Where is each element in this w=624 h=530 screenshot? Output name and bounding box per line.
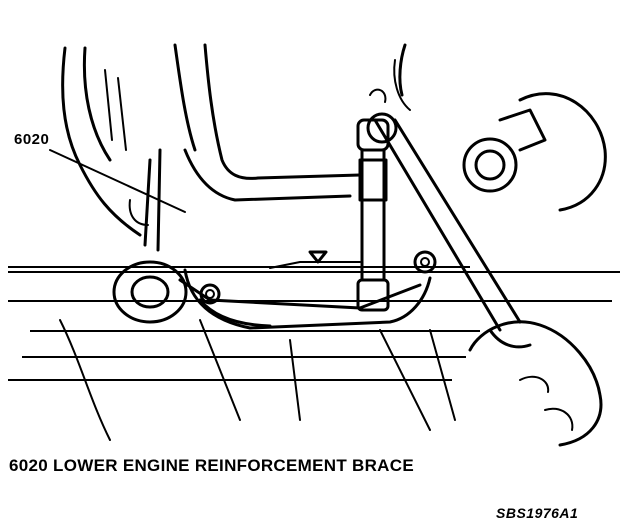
right-fitting xyxy=(462,108,547,193)
hand xyxy=(468,320,603,447)
crank-pulley xyxy=(112,260,188,324)
lower-shading xyxy=(59,319,456,441)
socket-and-ratchet xyxy=(356,88,522,332)
figure-id: SBS1976A1 xyxy=(496,505,579,521)
reinforcement-brace xyxy=(178,250,437,310)
callout-leader-line xyxy=(49,149,186,213)
horizontal-reference-lines xyxy=(8,266,620,381)
callout-label: 6020 xyxy=(14,131,50,148)
oil-pan xyxy=(183,250,432,330)
figure-caption: 6020 LOWER ENGINE REINFORCEMENT BRACE xyxy=(9,456,414,475)
